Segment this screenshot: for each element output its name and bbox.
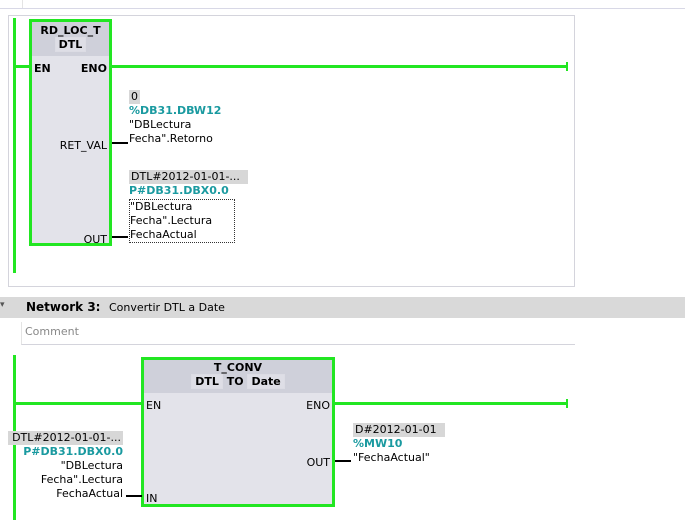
operand-tag: "FechaActual" xyxy=(353,451,430,464)
pin-ret-val: RET_VAL xyxy=(59,139,107,152)
pin-en: EN xyxy=(146,399,162,412)
network-2-frame xyxy=(8,15,575,287)
operand-tag: Fecha".Lectura xyxy=(40,473,123,486)
wire xyxy=(126,495,142,497)
operand-tag: "DBLectura xyxy=(60,459,123,472)
rung-wire xyxy=(14,65,32,68)
to-type[interactable]: Date xyxy=(247,374,285,389)
ret-val-operand[interactable]: 0 %DB31.DBW12 "DBLectura Fecha".Retorno xyxy=(129,90,221,146)
network-label: Network 3: xyxy=(26,300,101,314)
operand-address: %DB31.DBW12 xyxy=(129,104,222,117)
block-name: T_CONV xyxy=(213,361,263,374)
collapse-icon[interactable]: ▾ xyxy=(0,300,5,310)
network-title[interactable]: Convertir DTL a Date xyxy=(109,301,225,314)
operand-address: P#DB31.DBX0.0 xyxy=(129,184,229,197)
pin-in: IN xyxy=(146,492,158,505)
out-operand[interactable]: D#2012-01-01 %MW10 "FechaActual" xyxy=(353,423,445,465)
operand-tag: FechaActual xyxy=(56,487,123,500)
pin-eno: ENO xyxy=(306,399,330,412)
comment-placeholder: Comment xyxy=(25,325,79,338)
rung-end xyxy=(566,62,568,71)
comment-field[interactable]: Comment xyxy=(21,322,575,345)
pin-en: EN xyxy=(34,62,51,75)
wire xyxy=(112,236,128,238)
from-type[interactable]: DTL xyxy=(191,374,223,389)
operand-value: DTL#2012-01-01-... xyxy=(129,170,248,184)
operand-tag: "DBLectura xyxy=(130,200,193,213)
rd-loc-t-block[interactable]: RD_LOC_T DTL EN ENO RET_VAL OUT xyxy=(29,19,112,246)
rung-wire xyxy=(110,65,568,68)
operand-value: DTL#2012-01-01-... xyxy=(8,431,123,445)
operand-value: 0 xyxy=(129,90,140,104)
divider xyxy=(22,0,23,8)
pin-out: OUT xyxy=(306,456,330,469)
block-type[interactable]: DTL xyxy=(54,37,87,52)
operand-tag: "DBLectura xyxy=(129,118,192,131)
operand-tag: Fecha".Lectura xyxy=(130,214,213,227)
out-operand[interactable]: DTL#2012-01-01-... P#DB31.DBX0.0 "DBLect… xyxy=(129,170,248,243)
block-name: RD_LOC_T xyxy=(40,24,101,37)
rung-wire xyxy=(14,402,144,405)
pin-eno: ENO xyxy=(80,62,107,75)
network-3-header[interactable]: ▾ Network 3: Convertir DTL a Date xyxy=(0,297,685,318)
t-conv-block[interactable]: T_CONV DTL TO Date EN ENO OUT IN xyxy=(141,357,335,507)
operand-tag: FechaActual xyxy=(130,228,197,241)
to-label: TO xyxy=(226,375,244,388)
wire xyxy=(112,142,128,144)
wire xyxy=(335,460,351,462)
rung-end xyxy=(566,399,568,408)
operand-value: D#2012-01-01 xyxy=(353,423,445,437)
operand-tag-box[interactable]: "DBLectura Fecha".Lectura FechaActual xyxy=(129,199,235,243)
operand-address: %MW10 xyxy=(353,437,403,450)
rung-wire xyxy=(333,402,568,405)
top-divider xyxy=(0,8,685,9)
operand-address: P#DB31.DBX0.0 xyxy=(23,445,123,458)
power-rail xyxy=(13,18,16,273)
pin-out: OUT xyxy=(83,233,107,246)
in-operand[interactable]: DTL#2012-01-01-... P#DB31.DBX0.0 "DBLect… xyxy=(8,431,123,501)
operand-tag: Fecha".Retorno xyxy=(129,132,213,145)
